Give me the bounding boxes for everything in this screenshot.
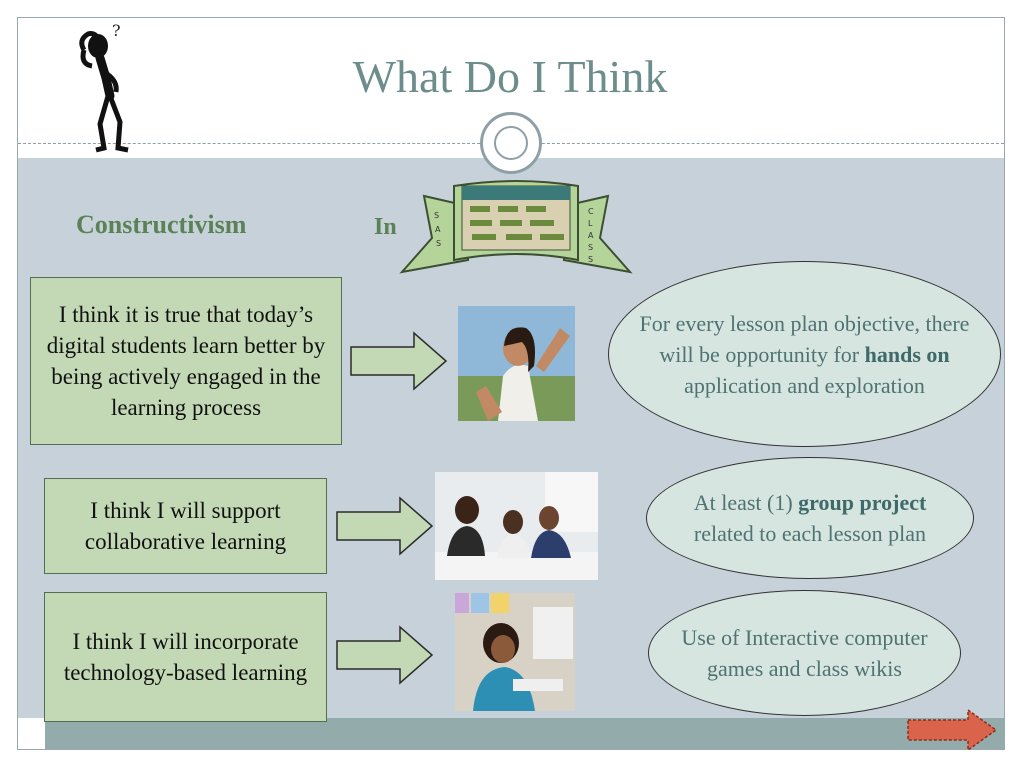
- svg-text:C: C: [588, 207, 594, 216]
- next-slide-arrow-icon[interactable]: [906, 708, 998, 752]
- outcome-text-2: At least (1) group project related to ea…: [693, 490, 927, 546]
- svg-text:S: S: [436, 239, 441, 248]
- student-reaching-photo: [458, 306, 575, 421]
- group-students-photo: [435, 472, 598, 580]
- in-label: In: [374, 214, 397, 240]
- outcome-text-3: Use of Interactive computer games and cl…: [681, 625, 928, 681]
- thinking-stick-figure-icon: ?: [79, 21, 129, 153]
- constructivism-label: Constructivism: [76, 210, 247, 239]
- svg-text:A: A: [435, 225, 441, 234]
- title-ornament-inner: [494, 126, 528, 160]
- statement-text-1: I think it is true that today’s digital …: [46, 302, 326, 420]
- title-ornament: [480, 112, 542, 174]
- statement-text-3: I think I will incorporate technology-ba…: [63, 629, 308, 685]
- svg-text:S: S: [434, 211, 439, 220]
- slide-title: What Do I Think: [352, 51, 668, 102]
- sas-class-banner: S A S C L A S S: [399, 180, 633, 274]
- svg-text:?: ?: [112, 21, 121, 40]
- right-arrow-icon: [350, 331, 448, 391]
- statement-box-3: I think I will incorporate technology-ba…: [44, 592, 327, 722]
- footer-bar: [45, 718, 1004, 749]
- outcome-ellipse-1: For every lesson plan objective, there w…: [608, 261, 1001, 447]
- outcome-ellipse-3: Use of Interactive computer games and cl…: [648, 590, 961, 716]
- right-arrow-icon: [336, 496, 434, 556]
- statement-box-2: I think I will support collaborative lea…: [44, 478, 327, 574]
- statement-text-2: I think I will support collaborative lea…: [84, 498, 287, 554]
- svg-text:L: L: [588, 219, 593, 228]
- outcome-ellipse-2: At least (1) group project related to ea…: [646, 457, 974, 579]
- slide-frame: [17, 17, 1005, 750]
- svg-text:S: S: [588, 243, 593, 252]
- outcome-text-1: For every lesson plan objective, there w…: [639, 310, 970, 398]
- right-arrow-icon: [336, 625, 434, 685]
- svg-text:A: A: [588, 231, 594, 240]
- girl-computer-photo: [455, 593, 575, 711]
- svg-text:S: S: [588, 255, 593, 264]
- statement-box-1: I think it is true that today’s digital …: [30, 277, 342, 445]
